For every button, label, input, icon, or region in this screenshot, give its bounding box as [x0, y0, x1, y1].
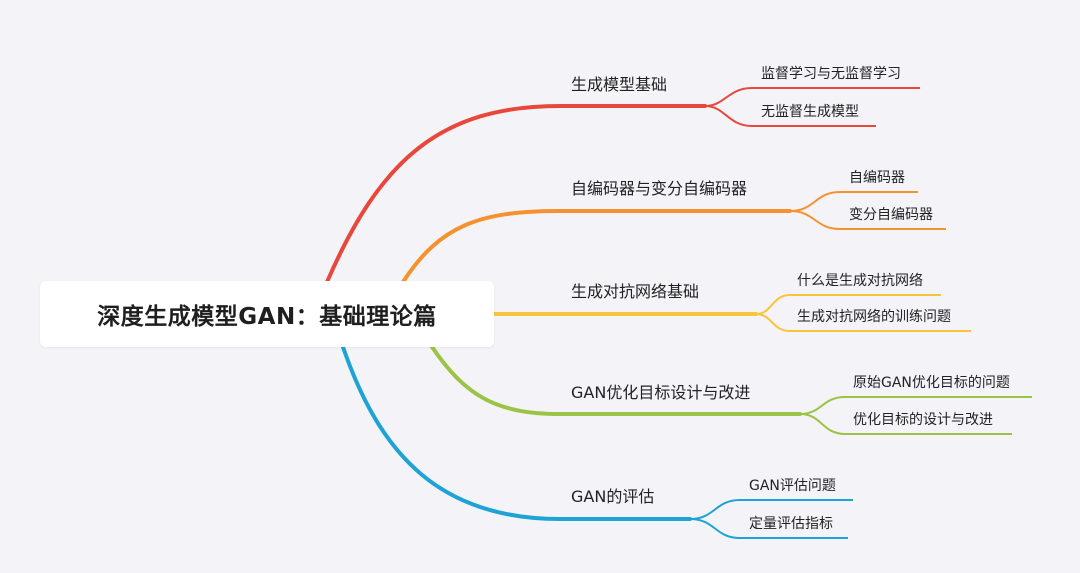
leaf-connector-3-1 [755, 294, 941, 315]
branch-topic-2[interactable]: 自编码器与变分自编码器 [571, 179, 748, 198]
subtopic-2-1[interactable]: 自编码器 [849, 170, 905, 186]
leaf-connector-2-1 [789, 191, 918, 212]
leaf-connector-3-2 [755, 313, 971, 332]
root-topic-title: 深度生成模型GAN：基础理论篇 [97, 304, 437, 330]
subtopic-3-2[interactable]: 生成对抗网络的训练问题 [797, 309, 951, 325]
subtopic-1-1[interactable]: 监督学习与无监督学习 [761, 66, 901, 82]
branch-topic-4[interactable]: GAN优化目标设计与改进 [571, 383, 751, 402]
leaf-connector-4-2 [799, 413, 1012, 435]
leaf-connector-4-1 [799, 396, 1032, 415]
subtopic-4-1[interactable]: 原始GAN优化目标的问题 [853, 375, 1010, 391]
branch-topic-3[interactable]: 生成对抗网络基础 [571, 282, 700, 301]
subtopic-5-2[interactable]: 定量评估指标 [749, 516, 833, 532]
leaf-connector-5-1 [689, 499, 853, 520]
leaf-connector-5-2 [689, 518, 848, 539]
leaf-connector-2-2 [789, 210, 946, 230]
leaf-connector-1-1 [704, 87, 920, 107]
root-topic[interactable]: 深度生成模型GAN：基础理论篇 [40, 281, 494, 347]
subtopic-4-2[interactable]: 优化目标的设计与改进 [853, 412, 993, 428]
branch-connector-4 [430, 345, 802, 416]
branch-topic-5[interactable]: GAN的评估 [571, 487, 655, 506]
subtopic-5-1[interactable]: GAN评估问题 [749, 478, 836, 494]
branch-connector-5 [341, 345, 692, 521]
subtopic-2-2[interactable]: 变分自编码器 [849, 207, 933, 223]
subtopic-1-2[interactable]: 无监督生成模型 [761, 104, 859, 120]
leaf-connector-1-2 [704, 105, 876, 127]
subtopic-3-1[interactable]: 什么是生成对抗网络 [797, 273, 923, 289]
branch-connector-1 [325, 104, 707, 284]
branch-topic-1[interactable]: 生成模型基础 [571, 75, 668, 94]
branch-connector-2 [401, 209, 792, 284]
